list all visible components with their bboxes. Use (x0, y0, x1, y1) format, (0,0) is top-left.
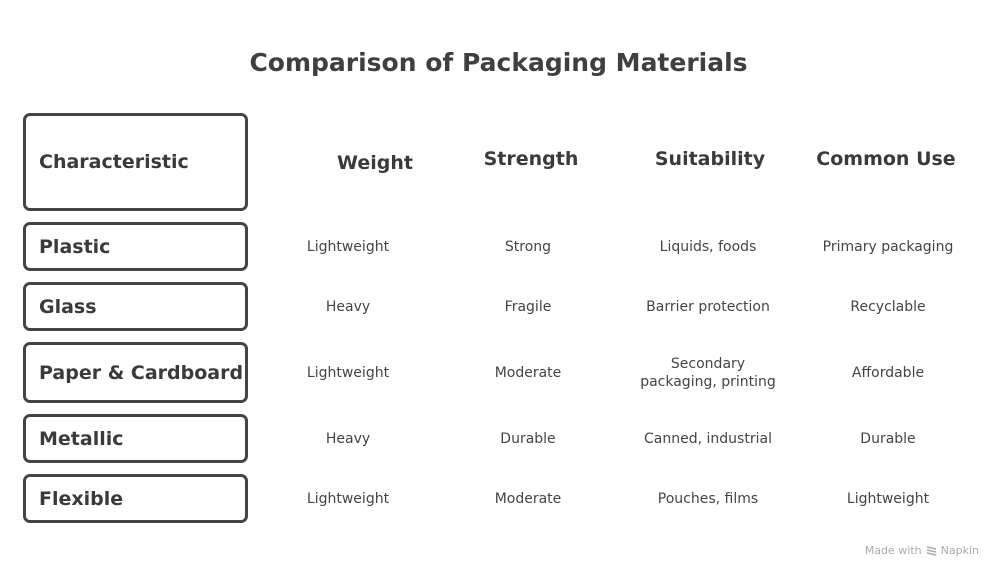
napkin-brand: Napkin (940, 544, 979, 557)
row-label-box: Plastic (23, 222, 248, 271)
row-label: Glass (39, 295, 97, 318)
row-label-box: Paper & Cardboard (23, 342, 248, 403)
header-row-label: Characteristic (39, 151, 189, 173)
table-cell: Recyclable (850, 298, 926, 315)
table-cell: Durable (860, 430, 916, 447)
page-title: Comparison of Packaging Materials (249, 48, 748, 77)
row-label-box: Flexible (23, 474, 248, 523)
column-header-suitability: Suitability (654, 148, 766, 170)
made-with-label: Made with (864, 544, 922, 557)
column-header-strength: Strength (483, 148, 579, 170)
row-label-box: Glass (23, 282, 248, 331)
table-cell: Secondary packaging, printing (640, 355, 776, 390)
row-label-box: Metallic (23, 414, 248, 463)
table-cell: Durable (500, 430, 556, 447)
table-cell: Canned, industrial (644, 430, 772, 447)
table-cell: Strong (504, 238, 552, 255)
table-cell: Affordable (851, 364, 925, 381)
table-cell: Lightweight (306, 364, 390, 381)
column-header-common-use: Common Use (816, 148, 956, 170)
napkin-logo-icon (926, 546, 936, 556)
row-label: Plastic (39, 235, 111, 258)
made-with-napkin: Made with Napkin (865, 544, 979, 557)
table-cell: Moderate (494, 364, 562, 381)
table-cell: Liquids, foods (659, 238, 757, 255)
row-label: Metallic (39, 427, 124, 450)
row-label: Paper & Cardboard (39, 361, 244, 384)
table-cell: Lightweight (846, 490, 930, 507)
header-row-label-box: Characteristic (23, 113, 248, 211)
table-cell: Lightweight (306, 490, 390, 507)
table-cell: Moderate (494, 490, 562, 507)
row-label: Flexible (39, 487, 124, 510)
table-cell: Fragile (504, 298, 552, 315)
column-header-weight: Weight (337, 152, 413, 174)
table-cell: Primary packaging (822, 238, 954, 255)
table-cell: Pouches, films (657, 490, 759, 507)
table-cell: Barrier protection (646, 298, 770, 315)
table-cell: Lightweight (306, 238, 390, 255)
table-cell: Heavy (325, 298, 371, 315)
table-cell: Heavy (325, 430, 371, 447)
